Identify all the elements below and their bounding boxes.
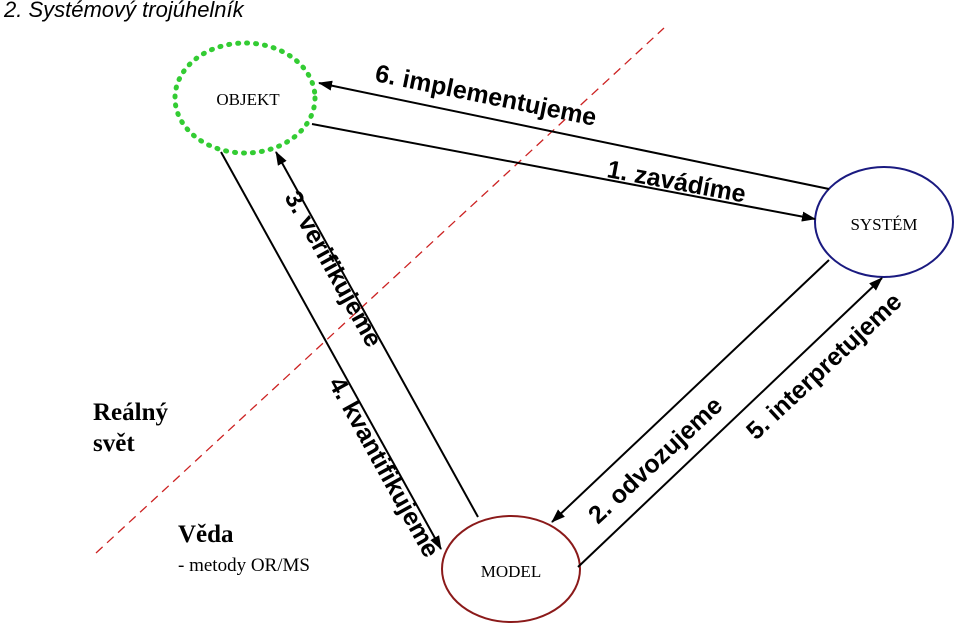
objekt-label: OBJEKT	[216, 90, 280, 109]
label-interpretujeme: 5. interpretujeme	[741, 287, 907, 445]
arrow-verifikujeme	[275, 151, 479, 518]
label-implementujeme: 6. implementujeme	[373, 59, 599, 131]
model-label: MODEL	[481, 562, 541, 581]
label-kvantifikujeme: 4. kvantifikujeme	[323, 372, 445, 562]
real-world-label-line2: svět	[93, 430, 135, 457]
system-label: SYSTÉM	[850, 215, 917, 234]
model-node[interactable]	[441, 515, 581, 623]
label-verifikujeme: 3. verifikujeme	[279, 186, 388, 352]
real-world-divider	[95, 27, 665, 554]
science-sublabel: - metody OR/MS	[178, 555, 310, 576]
arrow-kvantifikujeme	[220, 151, 442, 550]
arrow-odvozujeme	[551, 259, 830, 523]
real-world-label-line1: Reálný	[93, 399, 169, 426]
science-label: Věda	[178, 521, 234, 548]
page-title: 2. Systémový trojúhelník	[4, 0, 244, 22]
arrow-implementujeme	[318, 80, 830, 190]
arrow-interpretujeme	[577, 277, 883, 568]
objekt-node[interactable]	[172, 40, 318, 156]
label-odvozujeme: 2. odvozujeme	[583, 391, 728, 529]
label-zavadime: 1. zavádíme	[605, 155, 748, 208]
arrow-zavadime	[311, 123, 816, 222]
system-node[interactable]	[814, 166, 954, 278]
